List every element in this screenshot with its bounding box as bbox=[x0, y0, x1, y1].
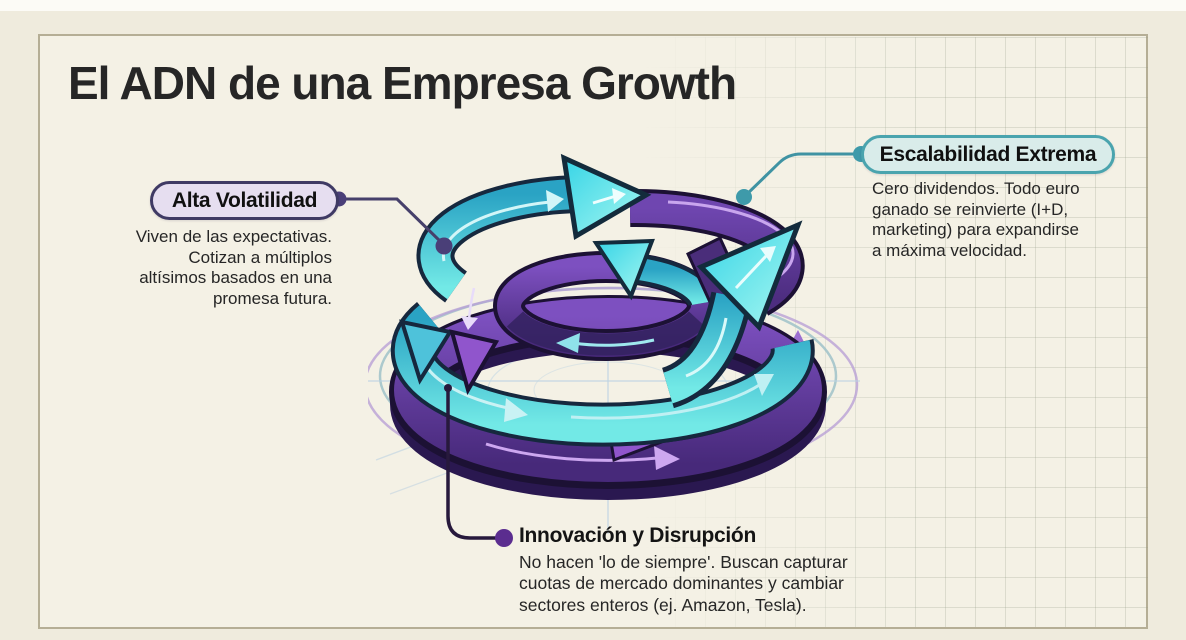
innovacion-label: Innovación y Disrupción bbox=[519, 524, 756, 547]
innovacion-body: No hacen 'lo de siempre'. Buscan captura… bbox=[519, 552, 848, 615]
escalabilidad-body: Cero dividendos. Todo euro ganado se rei… bbox=[872, 179, 1080, 261]
volatilidad-body: Viven de las expectativas. Cotizan a múl… bbox=[135, 227, 332, 309]
escalabilidad-label: Escalabilidad Extrema bbox=[879, 142, 1097, 166]
label-pill-escalabilidad: Escalabilidad Extrema bbox=[861, 135, 1115, 174]
teal-arc-top-icon bbox=[416, 153, 652, 303]
top-light-strip bbox=[0, 0, 1186, 11]
down-arrows-left-icon bbox=[399, 287, 500, 396]
teal-arrow-northeast-icon bbox=[661, 220, 803, 409]
teal-arrow-inner-icon bbox=[592, 238, 718, 307]
volatilidad-label: Alta Volatilidad bbox=[171, 188, 318, 212]
label-pill-volatilidad: Alta Volatilidad bbox=[150, 181, 339, 220]
growth-cycle-arrows-icon bbox=[368, 153, 860, 534]
purple-ring-inner-icon bbox=[493, 251, 719, 361]
page-title: El ADN de una Empresa Growth bbox=[68, 57, 737, 109]
